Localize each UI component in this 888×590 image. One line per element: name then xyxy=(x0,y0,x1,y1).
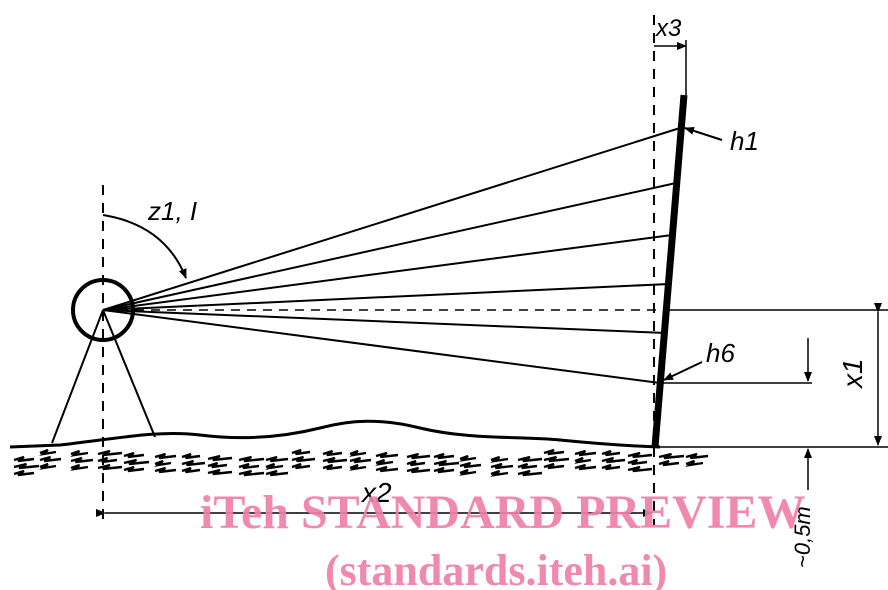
ground-hatch-mark xyxy=(490,462,514,470)
ground-hatch-mark xyxy=(70,463,89,471)
ground-hatch-mark xyxy=(685,459,704,467)
ground-hatch-mark xyxy=(291,462,311,470)
ground-hatch-mark xyxy=(375,465,399,473)
ground-hatch-mark xyxy=(207,454,233,462)
instrument-circle xyxy=(71,278,135,342)
ground-hatch-mark xyxy=(349,449,367,457)
depth-dimension xyxy=(660,338,812,490)
ground-hatch-mark xyxy=(658,452,685,460)
ground-hatch-mark xyxy=(685,452,709,460)
ground-hatch-mark xyxy=(70,456,94,464)
ground-hatch-mark xyxy=(406,459,426,467)
ground-hatch-mark xyxy=(265,455,289,463)
h6-label: h6 xyxy=(706,338,735,368)
ground-hatch-mark xyxy=(291,448,311,456)
ground-hatch-mark xyxy=(349,456,372,464)
ground-hatch-mark xyxy=(459,468,477,476)
ground-hatch-mark xyxy=(574,463,597,471)
ground-hatch-mark xyxy=(543,455,570,463)
ground-hatch-mark xyxy=(322,456,348,464)
ground-hatch-mark xyxy=(123,465,145,473)
ground-hatch-mark xyxy=(627,458,648,466)
ground-hatch-mark xyxy=(349,463,367,471)
ground-hatch-mark xyxy=(574,449,597,457)
ground-hatch-mark xyxy=(70,449,89,457)
ground-hatch-mark xyxy=(207,468,233,476)
ground-hatch-mark xyxy=(517,469,543,477)
ground-hatch-mark xyxy=(97,456,118,464)
ground-hatch-mark xyxy=(459,461,482,469)
depth-label: ~0,5m xyxy=(790,506,815,568)
ground-hatch-mark xyxy=(291,455,316,463)
ground-hatch-mark xyxy=(97,449,123,457)
ground-hatch-mark xyxy=(39,462,57,470)
ground-hatch-mark xyxy=(123,458,150,466)
ground-hatch-mark xyxy=(375,451,399,459)
ground-hatch-mark xyxy=(265,469,289,477)
ground-hatch-mark xyxy=(154,466,177,474)
ground-hatch-mark xyxy=(601,449,621,457)
ground-hatch-mark xyxy=(322,449,343,457)
ground-hatch-mark xyxy=(181,452,201,460)
ground-hatch-mark xyxy=(433,466,455,474)
ground-hatch-mark xyxy=(601,463,621,471)
ground-hatch-mark xyxy=(238,455,265,463)
inclined-pole xyxy=(651,94,688,448)
ground-hatch-mark xyxy=(207,461,228,469)
ground-hatch-mark xyxy=(459,454,477,462)
x1-dimension xyxy=(654,303,888,448)
watermark-line1: iTeh STANDARD PREVIEW xyxy=(200,486,805,539)
ground-hatch-mark xyxy=(13,462,40,470)
ground-hatch-mark xyxy=(13,455,35,463)
ground-hatch-mark xyxy=(39,455,62,463)
h1-label: h1 xyxy=(730,126,759,156)
ground-hatch-mark xyxy=(517,455,543,463)
ground-hatch-mark xyxy=(490,455,509,463)
ground-hatch-mark xyxy=(238,462,260,470)
ground-line xyxy=(9,419,661,449)
x1-label: x1 xyxy=(837,358,868,390)
ground-hatch-mark xyxy=(406,452,431,460)
ground-hatch-mark xyxy=(627,451,653,459)
watermark-line2: (standards.iteh.ai) xyxy=(325,546,667,590)
ground-hatch-mark xyxy=(543,448,565,456)
ground-hatch-mark xyxy=(154,452,177,460)
ground-hatch-mark xyxy=(265,462,284,470)
ground-hatch-mark xyxy=(433,459,460,467)
ground-hatch-mark xyxy=(433,452,455,460)
h6-pointer xyxy=(663,361,703,381)
ground-hatch-mark xyxy=(406,466,431,474)
sight-lines xyxy=(102,127,681,384)
zenith-angle-arc xyxy=(102,214,187,279)
ground-hatch-mark xyxy=(601,456,626,464)
ground-hatching xyxy=(13,448,709,477)
tripod xyxy=(51,309,156,444)
z-label: z1, I xyxy=(147,196,197,226)
ground-hatch-mark xyxy=(97,463,123,471)
h1-pointer xyxy=(684,126,723,141)
ground-hatch-mark xyxy=(238,469,265,477)
ground-hatch-mark xyxy=(543,462,565,470)
ground-hatch-mark xyxy=(154,459,172,467)
x3-label: x3 xyxy=(655,15,682,42)
ground-hatch-mark xyxy=(13,469,35,477)
ground-hatch-mark xyxy=(322,463,343,471)
ground-hatch-mark xyxy=(574,456,592,464)
ground-hatch-mark xyxy=(658,459,680,467)
x2-label: x2 xyxy=(360,477,392,508)
ground-hatch-mark xyxy=(181,466,201,474)
ground-hatch-mark xyxy=(490,469,509,477)
ground-hatch-mark xyxy=(375,458,394,466)
ground-hatch-mark xyxy=(181,459,206,467)
ground-hatch-mark xyxy=(39,448,57,456)
x3-dimension xyxy=(654,40,687,95)
ground-hatch-mark xyxy=(517,462,538,470)
ground-hatch-mark xyxy=(627,465,653,473)
ground-hatch-mark xyxy=(123,451,145,459)
